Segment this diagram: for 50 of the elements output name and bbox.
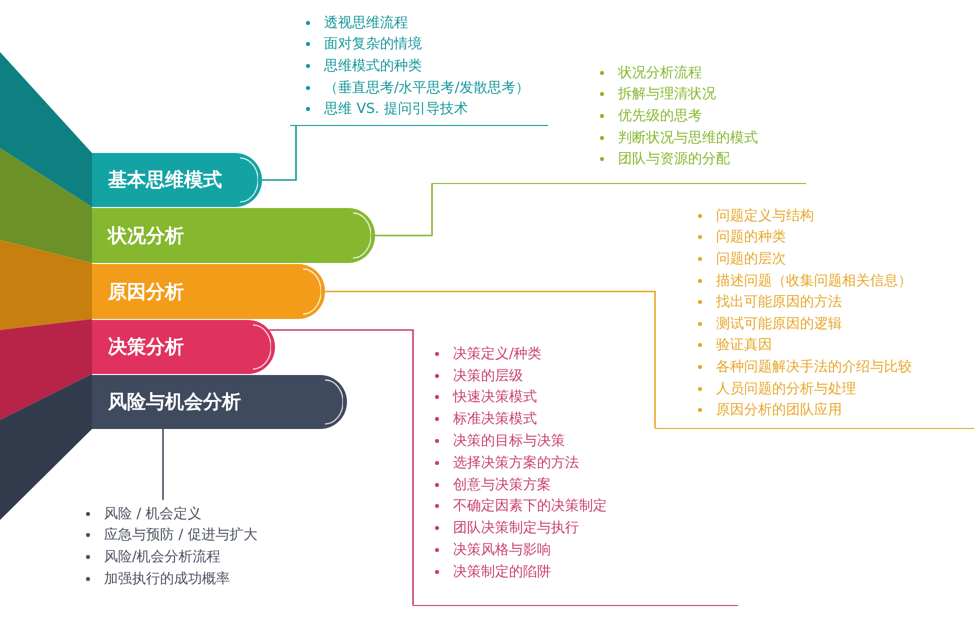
bullet-item: 标准决策模式 bbox=[453, 410, 537, 428]
leader-line bbox=[262, 125, 297, 181]
bullet-item: 透视思维流程 bbox=[324, 14, 408, 32]
bullet-item: 加强执行的成功概率 bbox=[104, 570, 230, 588]
bullet-item: 决策定义/种类 bbox=[453, 344, 542, 363]
band-label: 决策分析 bbox=[107, 335, 184, 360]
bullet-item: 团队与资源的分配 bbox=[618, 150, 730, 168]
category-band bbox=[92, 320, 275, 374]
category-band bbox=[92, 375, 347, 429]
bullet-item: 验证真因 bbox=[716, 336, 772, 354]
bullet-item: 决策的层级 bbox=[453, 366, 523, 385]
bullet-item: 决策的目标与决策 bbox=[453, 432, 565, 450]
bullet-item: 思维 VS. 提问引导技术 bbox=[324, 100, 468, 118]
bullet-item: 问题的层次 bbox=[716, 250, 786, 268]
band-label: 原因分析 bbox=[106, 280, 184, 304]
leader-line bbox=[325, 290, 656, 428]
leader-line bbox=[162, 429, 164, 500]
bullet-item: 风险/机会分析流程 bbox=[104, 548, 221, 566]
category-band bbox=[92, 208, 375, 263]
bullet-item: 拆解与理清状况 bbox=[618, 85, 716, 104]
band-label: 风险与机会分析 bbox=[106, 390, 241, 415]
bullet-item: 优先级的思考 bbox=[618, 106, 702, 125]
bullet-item: 原因分析的团队应用 bbox=[716, 401, 842, 420]
bullet-item: 风险 / 机会定义 bbox=[104, 504, 202, 523]
bullet-item: 状况分析流程 bbox=[618, 64, 702, 82]
category-band bbox=[92, 153, 262, 207]
leader-line bbox=[268, 329, 414, 606]
bullet-item: 面对复杂的情境 bbox=[324, 35, 422, 54]
bullet-item: 决策制定的陷阱 bbox=[453, 562, 551, 581]
band-label: 基本思维模式 bbox=[107, 168, 222, 193]
bullet-item: 决策风格与影响 bbox=[453, 541, 551, 560]
band-label: 状况分析 bbox=[106, 224, 184, 248]
bullet-item: 找出可能原因的方法 bbox=[716, 293, 842, 312]
bullet-item: 人员问题的分析与处理 bbox=[716, 380, 856, 398]
bullet-item: 快速决策模式 bbox=[453, 388, 537, 406]
bullet-item: 选择决策方案的方法 bbox=[453, 454, 579, 472]
bullet-item: 应急与预防 / 促进与扩大 bbox=[104, 526, 258, 544]
leader-line bbox=[375, 183, 433, 236]
bullet-item: 问题定义与结构 bbox=[716, 206, 814, 225]
bullet-item: 各种问题解决手法的介绍与比较 bbox=[716, 358, 912, 376]
bullet-item: 创意与决策方案 bbox=[453, 476, 551, 494]
bullet-item: 团队决策制定与执行 bbox=[453, 519, 579, 538]
bullet-item: （垂直思考/水平思考/发散思考） bbox=[324, 78, 530, 97]
bullet-item: 问题的种类 bbox=[716, 228, 786, 246]
bullet-item: 不确定因素下的决策制定 bbox=[453, 497, 607, 516]
category-band bbox=[92, 264, 325, 319]
bullet-item: 描述问题（收集问题相关信息） bbox=[716, 272, 912, 290]
bullet-item: 思维模式的种类 bbox=[324, 56, 422, 75]
bullet-item: 判断状况与思维的模式 bbox=[618, 128, 758, 147]
bullet-item: 测试可能原因的逻辑 bbox=[716, 314, 842, 333]
